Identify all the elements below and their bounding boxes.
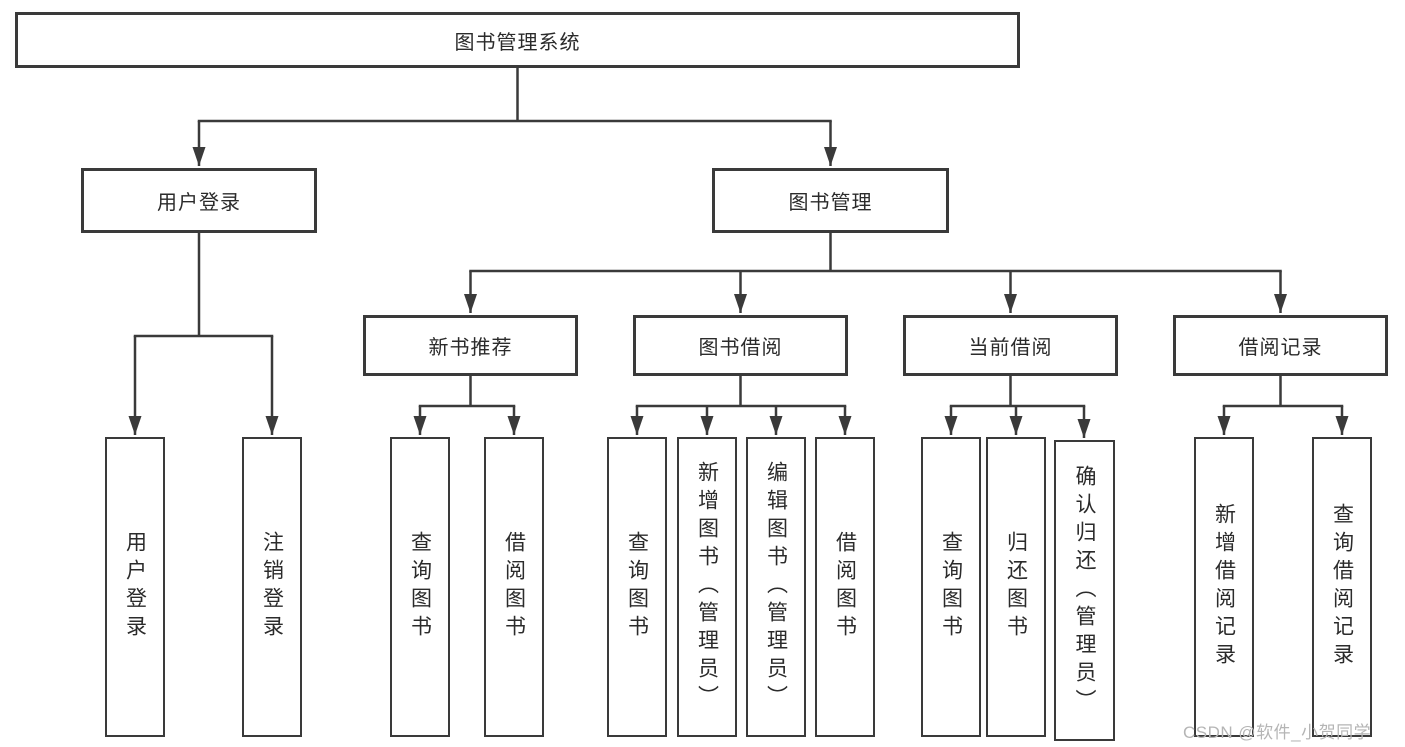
leaf-bb-add-books-admin: 新增图书（管理员）	[677, 437, 737, 737]
leaf-nb-query-books: 查询图书	[390, 437, 450, 737]
leaf-br-query-record: 查询借阅记录	[1312, 437, 1372, 737]
leaf-cb-query-books: 查询图书	[921, 437, 981, 737]
node-borrowing-records: 借阅记录	[1173, 315, 1388, 376]
node-current-borrowing: 当前借阅	[903, 315, 1118, 376]
leaf-cb-return-books: 归还图书	[986, 437, 1046, 737]
leaf-user-login: 用户登录	[105, 437, 165, 737]
leaf-bb-edit-books-admin: 编辑图书（管理员）	[746, 437, 806, 737]
node-new-book-recommend: 新书推荐	[363, 315, 578, 376]
leaf-bb-borrow-books: 借阅图书	[815, 437, 875, 737]
leaf-br-add-record: 新增借阅记录	[1194, 437, 1254, 737]
leaf-logout: 注销登录	[242, 437, 302, 737]
leaf-nb-borrow-books: 借阅图书	[484, 437, 544, 737]
watermark-csdn: CSDN @软件_小贺同学	[1183, 723, 1372, 742]
node-book-borrowing: 图书借阅	[633, 315, 848, 376]
connector-path	[133, 66, 1344, 408]
node-book-management: 图书管理	[712, 168, 949, 233]
node-user-login: 用户登录	[81, 168, 317, 233]
node-root: 图书管理系统	[15, 12, 1020, 68]
leaf-cb-confirm-return-admin: 确认归还（管理员）	[1054, 440, 1115, 741]
leaf-bb-query-books: 查询图书	[607, 437, 667, 737]
